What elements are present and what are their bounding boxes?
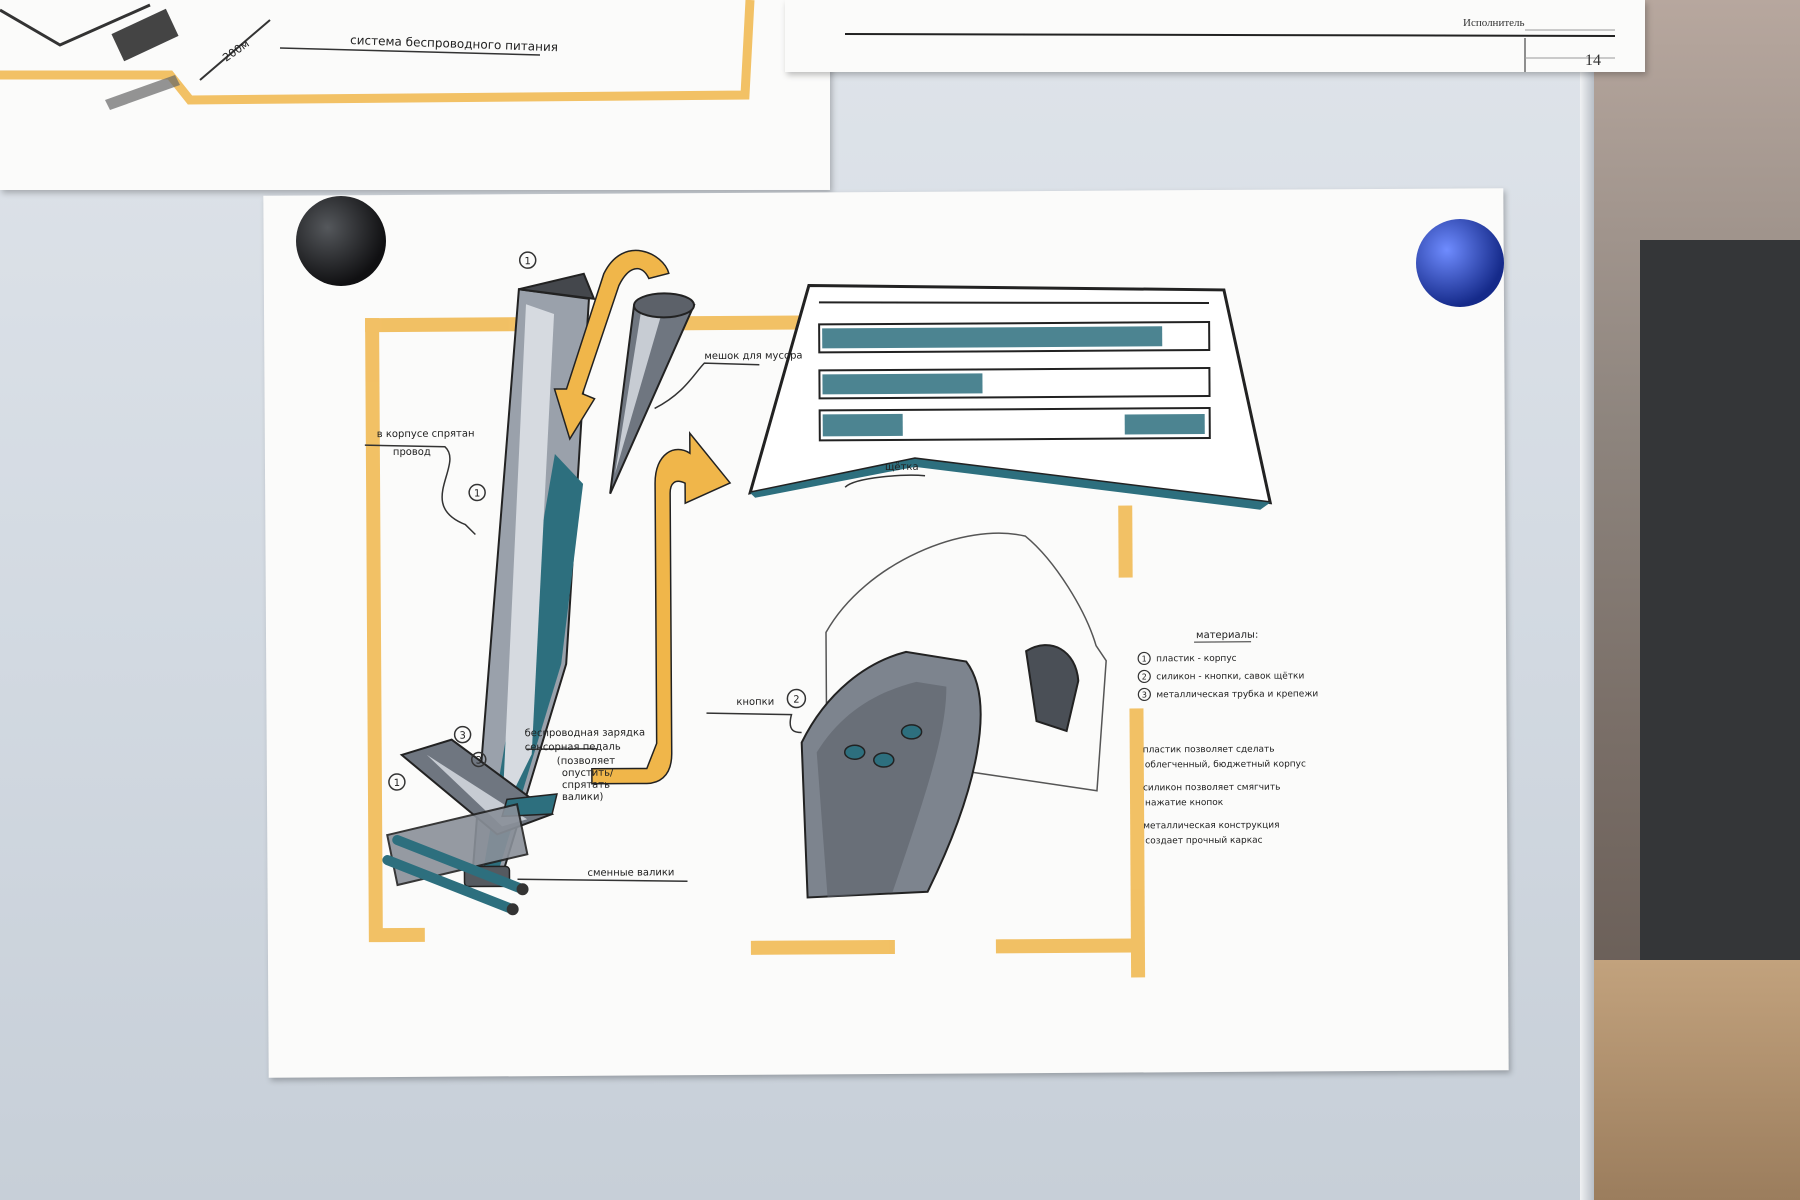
orange-arrows [553, 249, 732, 785]
material-3-num: 3 [1142, 690, 1147, 699]
wireless-label-4: опустить/ [562, 768, 614, 779]
title-block: Исполнитель 14 [844, 17, 1616, 72]
marker-1-base: 1 [394, 778, 400, 789]
vacuum-sketch: 1 1 1 2 3 3 в корпусе спрятан провод меш… [364, 249, 1318, 978]
hidden-wire-label-2: провод [393, 447, 431, 458]
top-left-sketch: система беспроводного питания 200м [0, 0, 755, 110]
materials-heading: материалы: [1196, 630, 1258, 641]
wireless-label-6: валики) [562, 792, 604, 803]
executor-label: Исполнитель [1463, 17, 1525, 29]
note-3-line-2: создает прочный каркас [1145, 836, 1262, 847]
buttons-label: кнопки [736, 697, 774, 708]
materials-block: материалы: 1 2 3 пластик - корпус силико… [1137, 630, 1318, 847]
page-number: 14 [1585, 52, 1601, 69]
wireless-label-2: сенсорная педаль [525, 742, 621, 754]
annotations: в корпусе спрятан провод мешок для мусор… [377, 351, 919, 879]
marker-3-small: 3 [476, 755, 482, 766]
desk [1590, 960, 1800, 1200]
marker-1-top: 1 [525, 256, 531, 267]
note-3-line-1: металлическая конструкция [1143, 821, 1279, 832]
note-2-line-2: нажатие кнопок [1145, 798, 1224, 808]
note-2-line-1: силикон позволяет смягчить [1143, 783, 1281, 794]
wireless-label-3: (позволяет [557, 756, 616, 767]
marker-3-bottom: 3 [459, 731, 465, 742]
leader-lines [364, 362, 926, 882]
marker-2-buttons: 2 [793, 695, 799, 706]
brush-label: щётка [885, 462, 919, 473]
top-left-sheet: система беспроводного питания 200м [0, 0, 830, 190]
material-1-text: пластик - корпус [1156, 654, 1237, 664]
number-markers [388, 251, 807, 791]
note-1-line-2: облегченный, бюджетный корпус [1145, 759, 1306, 770]
monitor [1640, 240, 1800, 1030]
main-sketch-sheet: 1 1 1 2 3 3 в корпусе спрятан провод меш… [263, 188, 1509, 1078]
whiteboard-edge [1580, 0, 1594, 1200]
top-right-sheet: Исполнитель 14 [785, 0, 1645, 72]
brush-head [748, 283, 1273, 510]
hidden-wire-label-1: в корпусе спрятан [377, 429, 475, 441]
trash-bag [609, 292, 696, 495]
wireless-label-1: беспроводная зарядка [525, 727, 646, 739]
material-2-text: силикон - кнопки, савок щётки [1156, 671, 1304, 682]
material-2-num: 2 [1142, 672, 1147, 681]
trash-bag-label: мешок для мусора [704, 351, 802, 363]
rollers [382, 834, 529, 916]
rollers-label: сменные валики [587, 867, 674, 879]
base-station [386, 738, 558, 887]
hand-with-handle [800, 532, 1107, 899]
vacuum-body [463, 272, 596, 888]
material-3-text: металлическая трубка и крепежи [1156, 689, 1318, 700]
material-1-num: 1 [1142, 654, 1147, 663]
wireless-label-5: спрятать [562, 780, 610, 791]
top-left-dimension: 200м [220, 37, 251, 64]
marker-1-body: 1 [474, 488, 480, 499]
note-1-line-1: пластик позволяет сделать [1143, 745, 1275, 756]
